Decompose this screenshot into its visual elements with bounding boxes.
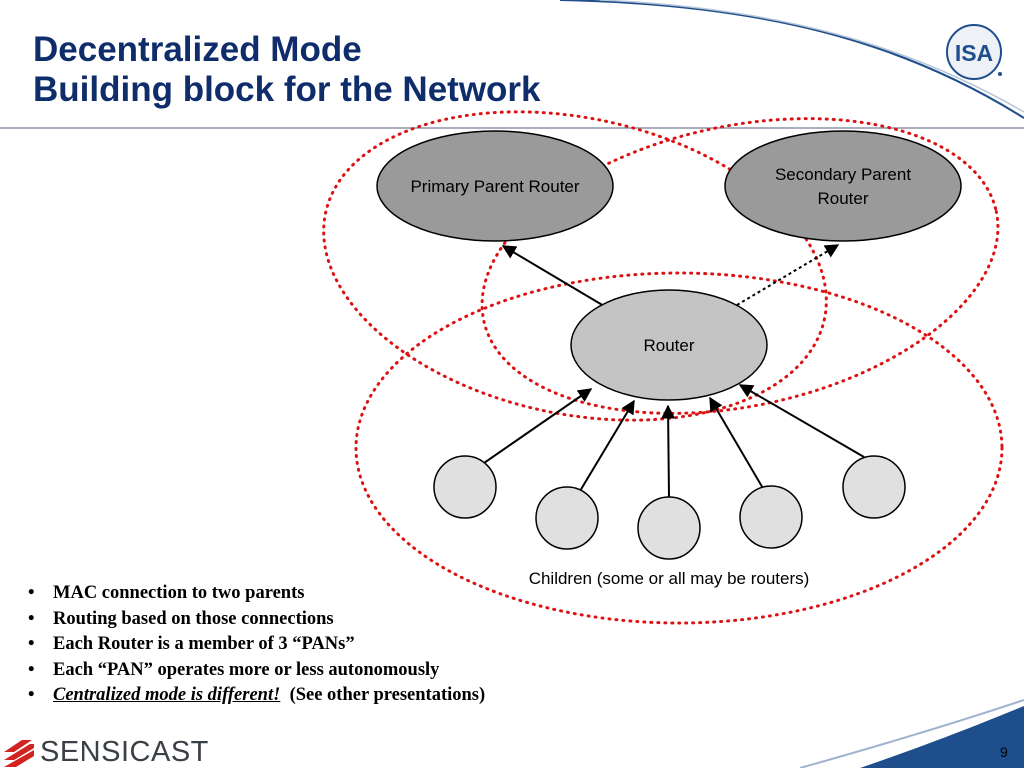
router-label: Router — [643, 336, 694, 355]
sensicast-logo-text: SENSICAST — [40, 736, 209, 768]
sensicast-logo-mark — [4, 740, 34, 767]
edge-router-to-secondary-parent — [736, 244, 840, 306]
bullet-text: Each Router is a member of 3 “PANs” — [53, 634, 355, 654]
edge-child-3-to-router — [661, 404, 676, 498]
primary-parent-router-node — [376, 130, 614, 242]
pan-secondary-outline — [480, 117, 1000, 415]
children-caption: Children (some or all may be routers) — [529, 569, 810, 588]
bullet-item: • MAC connection to two parents — [28, 581, 485, 607]
primary-parent-router-label: Primary Parent Router — [410, 177, 579, 196]
bullet-marker: • — [28, 685, 35, 705]
bullet-text: (See other presentations) — [289, 685, 486, 705]
secondary-parent-router-label-line2: Router — [817, 189, 868, 208]
child-node-2 — [535, 486, 599, 550]
bullet-text: Routing based on those connections — [53, 608, 334, 629]
bullet-marker: • — [28, 608, 35, 629]
isa-logo: ISA — [946, 24, 1002, 80]
bullet-item: • Routing based on those connections — [28, 607, 485, 633]
edge-child-2-to-router — [579, 399, 635, 492]
page-number: 9 — [1000, 744, 1008, 760]
footer-swoosh-light — [799, 699, 1024, 768]
header-swoosh — [559, 0, 1024, 119]
bullet-marker: • — [28, 583, 35, 603]
child-node-4 — [739, 485, 803, 549]
edge-child-4-to-router — [709, 396, 765, 491]
child-node-1 — [433, 455, 497, 519]
footer-swoosh — [860, 706, 1024, 768]
title-line-1: Decentralized Mode — [33, 30, 362, 69]
bullet-marker: • — [28, 659, 35, 680]
child-node-5 — [842, 455, 906, 519]
child-node-3 — [637, 496, 701, 560]
edge-child-1-to-router — [483, 388, 593, 464]
bullet-marker: • — [28, 634, 35, 654]
bullet-emphasis-text: Centralized mode is different! — [53, 685, 281, 705]
slide-title: Decentralized Mode Building block for th… — [33, 30, 541, 110]
bullet-item: • Each “PAN” operates more or less autono… — [28, 658, 485, 684]
edge-router-to-primary-parent — [501, 245, 605, 307]
title-line-2: Building block for the Network — [33, 70, 541, 109]
pan-primary-outline — [322, 110, 828, 422]
secondary-parent-router-node — [724, 130, 962, 242]
router-node — [570, 289, 768, 401]
header-swoosh-light — [599, 0, 1024, 113]
edge-child-5-to-router — [738, 384, 865, 458]
bullet-item: • Each Router is a member of 3 “PANs” — [28, 632, 485, 658]
secondary-parent-router-label-line1: Secondary Parent — [775, 165, 911, 184]
bullet-text: MAC connection to two parents — [53, 583, 305, 603]
bullet-list: • MAC connection to two parents • Routing … — [28, 581, 485, 709]
isa-logo-text: ISA — [955, 40, 993, 66]
bullet-text: Each “PAN” operates more or less autonom… — [53, 659, 440, 680]
pan-router-outline — [354, 271, 1004, 625]
bullet-item: • Centralized mode is different! (See oth… — [28, 683, 485, 709]
